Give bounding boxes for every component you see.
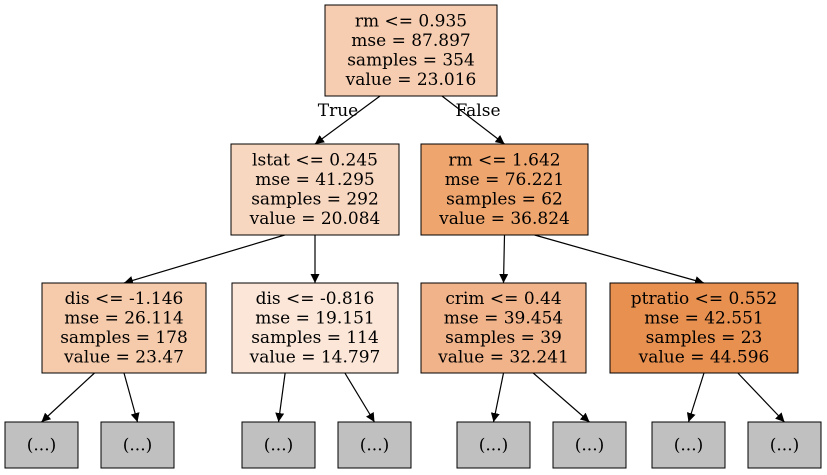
node-text-line: (...)	[479, 435, 508, 455]
node-box	[4, 421, 79, 469]
node-box	[337, 421, 412, 469]
node-text-line: lstat <= 0.245	[252, 151, 378, 171]
tree-leaf-node: (...)	[100, 421, 175, 469]
tree-edge	[344, 372, 376, 423]
tree-edge	[123, 234, 285, 285]
node-box	[747, 421, 822, 469]
node-text-line: mse = 26.114	[64, 309, 183, 329]
tree-edge	[686, 372, 705, 423]
node-box	[231, 282, 399, 374]
tree-leaf-node: (...)	[651, 421, 726, 469]
tree-edge	[534, 234, 705, 285]
edge-label-true: True	[318, 101, 358, 121]
node-box	[609, 282, 799, 374]
node-text-line: value = 36.824	[438, 209, 570, 229]
node-text-line: rm <= 1.642	[448, 151, 560, 171]
node-box	[420, 143, 589, 236]
node-box	[552, 421, 627, 469]
node-text-line: value = 23.016	[345, 70, 477, 90]
node-text-line: samples = 114	[251, 328, 379, 348]
tree-edge	[275, 372, 286, 423]
node-text-line: mse = 41.295	[255, 170, 374, 190]
node-text-line: (...)	[360, 435, 389, 455]
tree-edge	[314, 95, 381, 145]
tree-leaf-node: (...)	[747, 421, 822, 469]
node-box	[324, 4, 498, 97]
tree-edge	[123, 372, 140, 423]
tree-leaf-node: (...)	[241, 421, 316, 469]
node-text-line: (...)	[770, 435, 799, 455]
node-text-line: samples = 354	[347, 51, 475, 71]
tree-leaf-node: (...)	[552, 421, 627, 469]
node-text-line: (...)	[264, 435, 293, 455]
node-text-line: mse = 19.151	[255, 309, 374, 329]
node-text-line: samples = 292	[251, 190, 379, 210]
node-text-line: (...)	[674, 435, 703, 455]
node-text-line: mse = 39.454	[444, 309, 563, 329]
node-text-line: mse = 42.551	[644, 309, 763, 329]
node-text-line: dis <= -1.146	[65, 289, 184, 309]
tree-leaf-node: (...)	[337, 421, 412, 469]
node-text-line: samples = 39	[445, 328, 562, 348]
edges-layer: True False	[41, 95, 785, 423]
node-box	[230, 143, 400, 236]
node-text-line: mse = 87.897	[351, 31, 470, 51]
tree-edge	[532, 372, 590, 423]
node-text-line: value = 44.596	[638, 348, 770, 368]
tree-leaf-node: (...)	[4, 421, 79, 469]
tree-leaf-node: (...)	[456, 421, 531, 469]
node-text-line: samples = 23	[646, 328, 763, 348]
node-box	[100, 421, 175, 469]
node-text-line: value = 32.241	[437, 348, 569, 368]
node-text-line: ptratio <= 0.552	[631, 289, 777, 309]
edge-label-false: False	[456, 101, 501, 121]
tree-edge	[490, 372, 505, 423]
node-box	[241, 421, 316, 469]
node-text-line: value = 20.084	[249, 209, 381, 229]
node-text-line: dis <= -0.816	[256, 289, 375, 309]
node-text-line: (...)	[27, 435, 56, 455]
node-text-line: samples = 62	[446, 190, 563, 210]
node-text-line: (...)	[123, 435, 152, 455]
tree-edge	[41, 372, 95, 423]
node-box	[456, 421, 531, 469]
tree-edge	[499, 234, 509, 284]
tree-edge	[441, 95, 505, 145]
node-text-line: value = 23.47	[63, 348, 184, 368]
node-text-line: value = 14.797	[249, 348, 381, 368]
node-text-line: rm <= 0.935	[355, 12, 467, 32]
node-text-line: mse = 76.221	[445, 170, 564, 190]
node-text-line: (...)	[575, 435, 604, 455]
node-box	[41, 282, 207, 374]
node-box	[651, 421, 726, 469]
tree-edge	[737, 372, 785, 423]
node-box	[420, 282, 587, 374]
node-text-line: crim <= 0.44	[445, 289, 561, 309]
node-text-line: samples = 178	[60, 328, 188, 348]
